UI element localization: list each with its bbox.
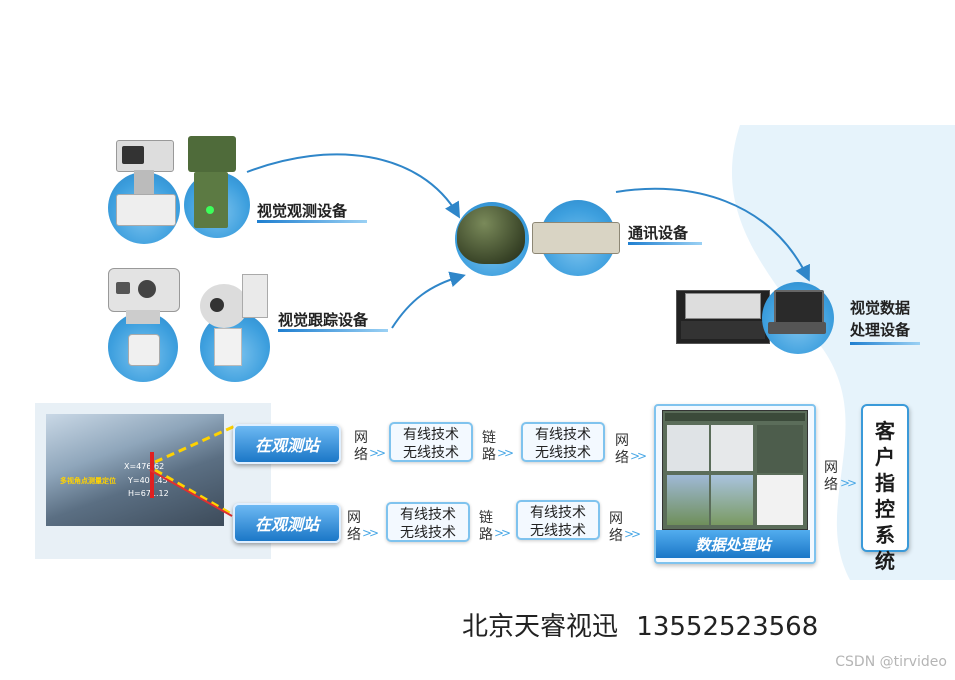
mountain-photo: X=476.62 多视角点测量定位 Y=401.45 H=671.12 bbox=[46, 414, 224, 526]
footer: 北京天睿视迅 13552523568 bbox=[462, 606, 818, 643]
green-case-icon bbox=[188, 136, 238, 230]
chevron-right-icon: >> bbox=[494, 526, 511, 540]
net-a-2: 网络 bbox=[347, 510, 361, 543]
chevron-right-icon: >> bbox=[497, 446, 514, 460]
chevron-right-icon: >> bbox=[840, 476, 857, 490]
antenna-dome-icon bbox=[457, 206, 525, 264]
observation-station-2: 在观测站 bbox=[233, 503, 341, 543]
net-b-1: 网络 bbox=[615, 433, 629, 466]
process-underline bbox=[850, 342, 920, 345]
arrow-comm-to-process bbox=[615, 187, 810, 282]
coord-x: X=476.62 bbox=[124, 462, 165, 471]
net-c: 网络 bbox=[824, 460, 838, 493]
tech-box-2b: 有线技术无线技术 bbox=[516, 500, 600, 540]
laptop-icon bbox=[768, 290, 826, 338]
watermark: CSDN @tirvideo bbox=[835, 654, 947, 670]
comm-label: 通讯设备 bbox=[628, 224, 689, 242]
ptz-camera-icon bbox=[108, 268, 180, 372]
company-name: 北京天睿视迅 bbox=[462, 612, 619, 642]
target-marker bbox=[150, 452, 154, 498]
coord-y: Y=401.45 bbox=[128, 476, 168, 485]
chevron-right-icon: >> bbox=[624, 527, 641, 541]
net-a-1: 网络 bbox=[354, 430, 368, 463]
processing-station-label: 数据处理站 bbox=[656, 530, 810, 558]
chevron-right-icon: >> bbox=[362, 526, 379, 540]
processing-station-panel: 数据处理站 bbox=[654, 404, 816, 564]
camera-observe-icon bbox=[112, 140, 178, 228]
link-2: 链路 bbox=[479, 510, 493, 543]
target-label: 多视角点测量定位 bbox=[60, 477, 116, 485]
software-screenshot bbox=[662, 410, 808, 530]
tech-box-1b: 有线技术无线技术 bbox=[521, 422, 605, 462]
chevron-right-icon: >> bbox=[369, 446, 386, 460]
tech-box-1a: 有线技术无线技术 bbox=[389, 422, 473, 462]
arrow-track-to-comm bbox=[391, 271, 466, 329]
tech-box-2a: 有线技术无线技术 bbox=[386, 502, 470, 542]
client-command-system: 客 户 指 控 系 统 bbox=[861, 404, 909, 573]
dome-camera-icon bbox=[196, 270, 270, 370]
observe-label: 视觉观测设备 bbox=[257, 202, 348, 220]
arrow-observe-to-comm bbox=[246, 153, 461, 219]
radio-case-icon bbox=[532, 222, 620, 254]
coord-h: H=671.12 bbox=[128, 489, 169, 498]
comm-underline bbox=[628, 242, 702, 245]
link-1: 链路 bbox=[482, 430, 496, 463]
observe-underline bbox=[257, 220, 367, 223]
rugged-console-icon bbox=[676, 290, 770, 344]
observation-station-1: 在观测站 bbox=[233, 424, 341, 464]
phone-number: 13552523568 bbox=[636, 612, 819, 642]
track-underline bbox=[278, 329, 388, 332]
net-b-2: 网络 bbox=[609, 511, 623, 544]
track-label: 视觉跟踪设备 bbox=[278, 311, 369, 329]
process-label: 视觉数据处理设备 bbox=[850, 299, 911, 339]
chevron-right-icon: >> bbox=[630, 449, 647, 463]
